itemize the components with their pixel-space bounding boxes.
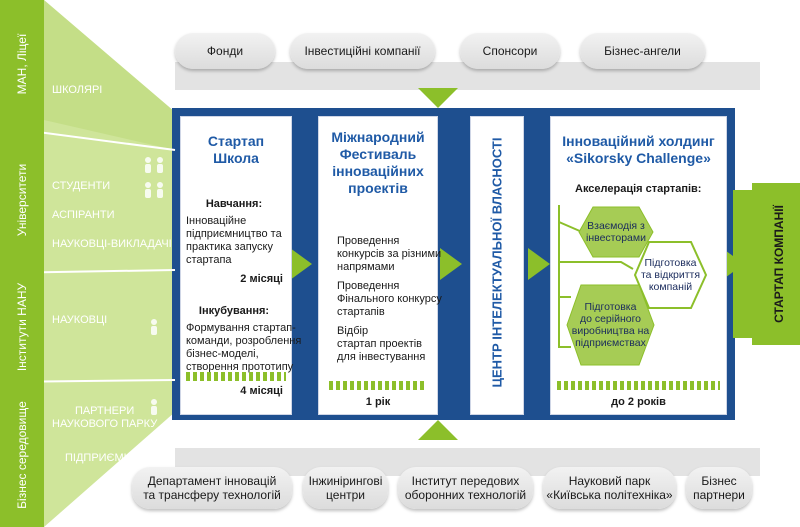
label-researchers: НАУКОВЦІ	[52, 314, 108, 326]
pill-business-partners: Бізнес партнери	[686, 467, 752, 509]
incubation-duration: 4 місяці	[240, 385, 283, 397]
hex-3	[566, 284, 655, 366]
pill-engineering-centers: Інжинірингові центри	[303, 467, 388, 509]
arrow-2	[440, 248, 462, 280]
person-icon	[151, 319, 157, 335]
pill-defense-institute: Інститут передових оборонних технологій	[398, 467, 533, 509]
acceleration-heading: Акселерація стартапів:	[575, 183, 702, 195]
hex-1	[578, 206, 654, 258]
label-phd: АСПІРАНТИ	[52, 209, 115, 221]
card-ip-center: ЦЕНТР ІНТЕЛЕКТУАЛЬНОЇ ВЛАСНОСТІ	[470, 116, 524, 415]
hex-2	[633, 241, 708, 309]
training-text: Інноваційне підприємництво та практика з…	[186, 215, 282, 266]
section-nanu: Інститути НАНУ	[15, 282, 29, 372]
incubation-text: Формування стартап- команди, розроблення…	[186, 322, 302, 373]
label-students: СТУДЕНТИ	[52, 180, 111, 192]
funnel-dark	[44, 0, 175, 150]
training-duration: 2 місяці	[240, 273, 283, 285]
pill-funds: Фонди	[175, 33, 275, 69]
person-icon	[157, 157, 163, 173]
person-icons	[145, 157, 163, 415]
ip-center-label: ЦЕНТР ІНТЕЛЕКТУАЛЬНОЇ ВЛАСНОСТІ	[489, 137, 505, 388]
pill-sponsors: Спонсори	[460, 33, 560, 69]
pill-science-park: Науковий парк «Київська політехніка»	[543, 467, 676, 509]
training-heading: Навчання:	[205, 198, 263, 210]
arrow-3	[528, 248, 550, 280]
festival-progress	[329, 381, 427, 390]
pill-business-angels: Бізнес-ангели	[580, 33, 705, 69]
person-icon	[145, 182, 151, 198]
pill-investment-companies: Інвестиційні компанії	[290, 33, 435, 69]
left-band	[0, 0, 44, 527]
holding-title: Інноваційний холдинг «Sikorsky Challenge…	[562, 133, 715, 166]
person-icon	[157, 182, 163, 198]
hex-production: Підготовка до серійного виробництва на п…	[571, 301, 650, 349]
hex-investors: Взаємодія з інвесторами	[586, 220, 646, 244]
festival-item-1: Проведення конкурсів за різними напрямам…	[337, 235, 442, 273]
output-bar	[758, 183, 800, 345]
down-arrow	[418, 88, 458, 108]
section-business: Бізнес середовище	[15, 401, 29, 509]
label-park-partners: ПАРТНЕРИ НАУКОВОГО ПАРКУ	[52, 405, 158, 430]
holding-progress	[557, 381, 720, 390]
hex-companies: Підготовка та відкриття компаній	[640, 257, 701, 293]
card-startup-school: Стартап Школа Навчання: Інноваційне підп…	[180, 116, 301, 415]
arrow-4	[722, 248, 744, 280]
output-label: СТАРТАП КОМПАНІЇ	[772, 205, 786, 323]
acceleration-graph	[558, 205, 708, 366]
holding-duration: до 2 років	[611, 396, 666, 408]
label-schoolers: ШКОЛЯРІ	[52, 84, 103, 96]
festival-item-3: Відбір стартап проектів для інвестування	[337, 325, 426, 363]
up-arrow	[418, 420, 458, 440]
card-festival: Міжнародний Фестиваль інноваційних проек…	[318, 116, 442, 415]
section-universities: Університети	[15, 163, 29, 237]
festival-item-2: Проведення Фінального конкурсу стартапів	[337, 280, 442, 318]
person-icon	[151, 399, 157, 415]
label-researchers-teachers: НАУКОВЦІ-ВИКЛАДАЧІ	[52, 238, 172, 250]
festival-title: Міжнародний Фестиваль інноваційних проек…	[331, 129, 425, 196]
startup-school-title: Стартап Школа	[207, 133, 265, 166]
section-man: МАН, Ліцеї	[15, 33, 29, 95]
card-holding: Інноваційний холдинг «Sikorsky Challenge…	[550, 116, 727, 415]
person-icon	[145, 157, 151, 173]
festival-duration: 1 рік	[365, 396, 391, 408]
arrow-1	[290, 248, 312, 280]
incubation-heading: Інкубування:	[198, 305, 270, 317]
label-entrepreneurs: ПІДПРИЄМЦІ	[65, 452, 135, 464]
pill-innovation-department: Департамент інновацій та трансферу техно…	[132, 467, 292, 509]
incubation-progress	[186, 372, 286, 381]
output-arrow	[733, 183, 760, 345]
